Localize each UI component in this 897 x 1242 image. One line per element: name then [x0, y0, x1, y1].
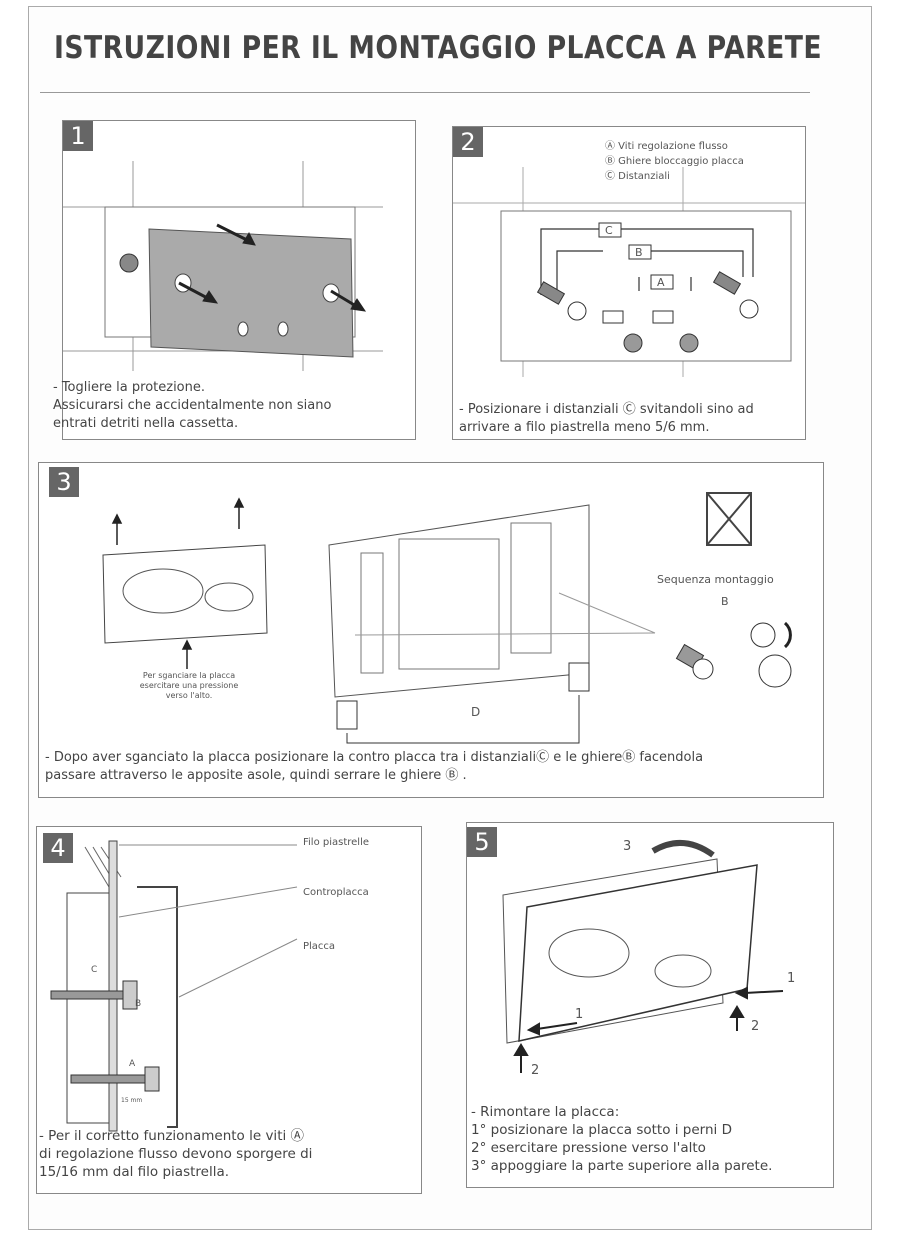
d-label: D	[471, 705, 481, 719]
step-label-2b: 2	[751, 1019, 760, 1034]
legend-viti: Ⓐ Viti regolazione flusso	[605, 141, 728, 152]
step-2-panel: 2 Ⓐ Viti regolazione flusso Ⓑ Ghiere blo…	[452, 126, 806, 440]
step-label-2a: 2	[531, 1063, 540, 1078]
callout-b: B	[635, 246, 643, 259]
step-5-caption: - Rimontare la placca: 1° posizionare la…	[471, 1104, 773, 1174]
step-label-1a: 1	[787, 971, 796, 986]
mark-c: C	[91, 965, 98, 975]
step-5-panel: 5 3 1 1 2 2 - Rimontare la placca: 1° po…	[466, 822, 834, 1188]
sequence-b-label: B	[721, 595, 729, 608]
mark-15mm: 15 mm	[121, 1097, 143, 1104]
label-controplacca: Controplacca	[303, 887, 369, 898]
step-4-caption: - Per il corretto funzionamento le viti …	[39, 1128, 313, 1180]
step-2-number: 2	[453, 127, 483, 157]
legend-distanziali: Ⓒ Distanziali	[605, 171, 670, 182]
callout-a: A	[657, 276, 665, 289]
label-filo-piastrelle: Filo piastrelle	[303, 837, 370, 848]
step-1-number: 1	[63, 121, 93, 151]
step-3-panel: 3 Per sganciare la placca esercitare una…	[38, 462, 824, 798]
step-3-caption: - Dopo aver sganciato la placca posizion…	[45, 750, 704, 783]
step-label-1b: 1	[575, 1007, 584, 1022]
step-5-number: 5	[467, 827, 497, 857]
plate-release-note: Per sganciare la placca esercitare una p…	[139, 671, 239, 700]
step-4-panel: 4 Filo piastrelle Controplacca Placca C …	[36, 826, 422, 1194]
sequence-label: Sequenza montaggio	[657, 573, 774, 586]
step-1-caption: - Togliere la protezione. Assicurarsi ch…	[53, 380, 332, 431]
step-2-caption: - Posizionare i distanziali Ⓒ svitandoli…	[459, 402, 754, 435]
step-4-illustration	[50, 840, 298, 1132]
mark-b: B	[135, 999, 142, 1009]
step-1-illustration	[63, 161, 383, 371]
step-3-illustration	[102, 492, 792, 744]
title-divider	[40, 92, 810, 93]
step-3-number: 3	[49, 467, 79, 497]
step-label-3: 3	[623, 839, 632, 854]
step-4-number: 4	[43, 833, 73, 863]
step-1-panel: 1 - Togliere la protezione. Assicurarsi …	[53, 120, 416, 440]
step-2-illustration	[453, 167, 805, 377]
callout-c: C	[605, 224, 613, 237]
mark-a: A	[129, 1059, 136, 1069]
label-placca: Placca	[303, 941, 336, 952]
legend-ghiere: Ⓑ Ghiere bloccaggio placca	[605, 156, 744, 167]
page-title: ISTRUZIONI PER IL MONTAGGIO PLACCA A PAR…	[54, 30, 823, 66]
step-5-illustration	[502, 839, 784, 1073]
